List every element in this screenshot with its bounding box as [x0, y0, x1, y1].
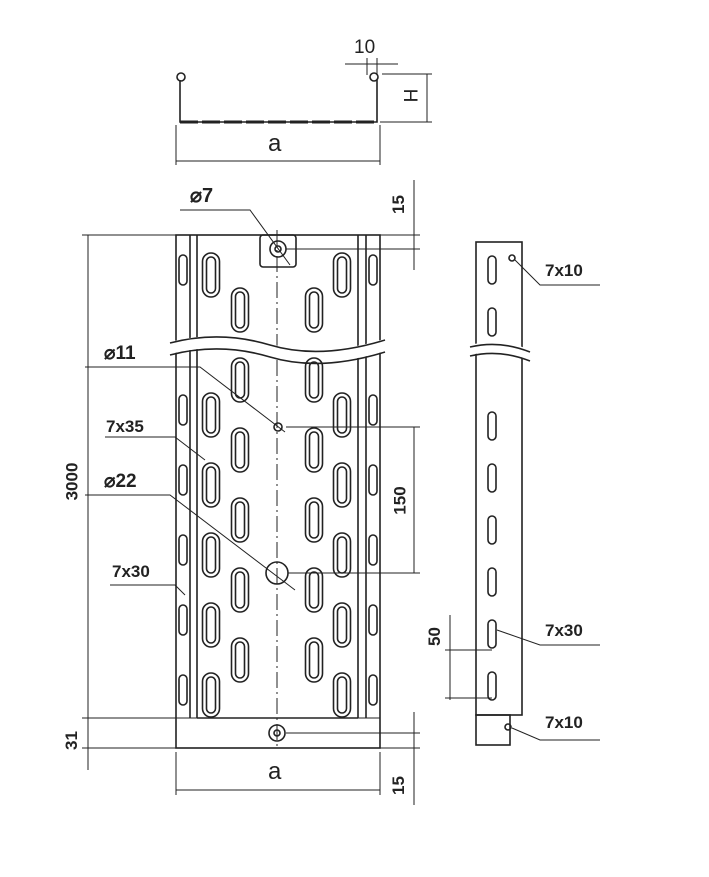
slot: [230, 357, 250, 403]
slot-inner: [234, 571, 246, 609]
slot-inner: [234, 641, 246, 679]
slot-7x35-label: 7x35: [106, 417, 144, 436]
top-offset-label: 15: [388, 195, 408, 214]
slot-inner: [308, 291, 320, 329]
slot-inner: [205, 466, 217, 504]
slot: [487, 463, 497, 493]
height-label: H: [401, 88, 423, 103]
section-width-label: a: [268, 130, 282, 157]
slot-inner: [336, 606, 348, 644]
side-dimensions: [445, 259, 600, 741]
slot: [368, 254, 378, 286]
tray-slots: [178, 252, 378, 718]
slot: [178, 254, 188, 286]
slot: [304, 497, 324, 543]
side-top-hole-label: 7x10: [545, 261, 583, 280]
slot: [230, 637, 250, 683]
slot-inner: [308, 361, 320, 399]
slot-inner: [336, 396, 348, 434]
slot: [201, 252, 221, 298]
slot-inner: [205, 396, 217, 434]
side-view: [468, 241, 532, 746]
slot: [304, 427, 324, 473]
cross-section-profile: [176, 72, 379, 124]
slot-inner: [234, 361, 246, 399]
slot: [178, 674, 188, 706]
side-slots: [487, 255, 497, 701]
slot: [332, 462, 352, 508]
slot: [332, 602, 352, 648]
slot: [230, 567, 250, 613]
lip-width-label: 10: [354, 37, 376, 58]
slot: [487, 671, 497, 701]
hole-22-label: ⌀22: [104, 471, 137, 492]
hole-7-label: ⌀7: [190, 185, 214, 207]
length-label: 3000: [62, 462, 82, 501]
slot: [487, 619, 497, 649]
slot: [332, 672, 352, 718]
slot-inner: [205, 256, 217, 294]
cross-section-dimensions: [175, 58, 432, 165]
slot: [487, 307, 497, 337]
slot-inner: [234, 501, 246, 539]
slot: [368, 674, 378, 706]
slot-inner: [234, 431, 246, 469]
slot: [332, 532, 352, 578]
slot: [201, 462, 221, 508]
slot: [332, 252, 352, 298]
side-slot-label: 7x30: [545, 621, 583, 640]
slot: [304, 287, 324, 333]
slot-inner: [234, 291, 246, 329]
side-pitch-label: 50: [424, 627, 444, 646]
slot-inner: [205, 536, 217, 574]
slot: [201, 532, 221, 578]
hole-11-label: ⌀11: [104, 343, 136, 364]
tray-dimensions: [82, 180, 420, 805]
end-plate-label: 31: [61, 731, 81, 750]
slot: [487, 411, 497, 441]
slot-inner: [336, 676, 348, 714]
slot: [230, 497, 250, 543]
slot: [178, 604, 188, 636]
slot-inner: [308, 641, 320, 679]
slot-inner: [308, 431, 320, 469]
slot: [487, 515, 497, 545]
slot: [304, 357, 324, 403]
slot: [201, 602, 221, 648]
slot: [230, 287, 250, 333]
slot: [368, 464, 378, 496]
pitch-label: 150: [390, 486, 410, 515]
slot-inner: [308, 571, 320, 609]
slot: [368, 604, 378, 636]
tray-top-view: [168, 230, 387, 749]
slot: [368, 534, 378, 566]
flange-slot-label: 7x30: [112, 562, 150, 581]
slot: [332, 392, 352, 438]
side-bottom-hole-label: 7x10: [545, 713, 583, 732]
slot: [178, 464, 188, 496]
slot: [178, 394, 188, 426]
slot: [368, 394, 378, 426]
bottom-offset-label: 15: [388, 776, 408, 795]
slot-inner: [336, 256, 348, 294]
slot-inner: [205, 606, 217, 644]
slot: [487, 567, 497, 597]
slot-inner: [336, 466, 348, 504]
slot-inner: [205, 676, 217, 714]
slot: [178, 534, 188, 566]
tray-width-label: a: [268, 758, 282, 785]
slot: [487, 255, 497, 285]
slot: [304, 567, 324, 613]
slot: [201, 392, 221, 438]
slot: [230, 427, 250, 473]
slot-inner: [308, 501, 320, 539]
slot: [201, 672, 221, 718]
slot-inner: [336, 536, 348, 574]
slot: [304, 637, 324, 683]
